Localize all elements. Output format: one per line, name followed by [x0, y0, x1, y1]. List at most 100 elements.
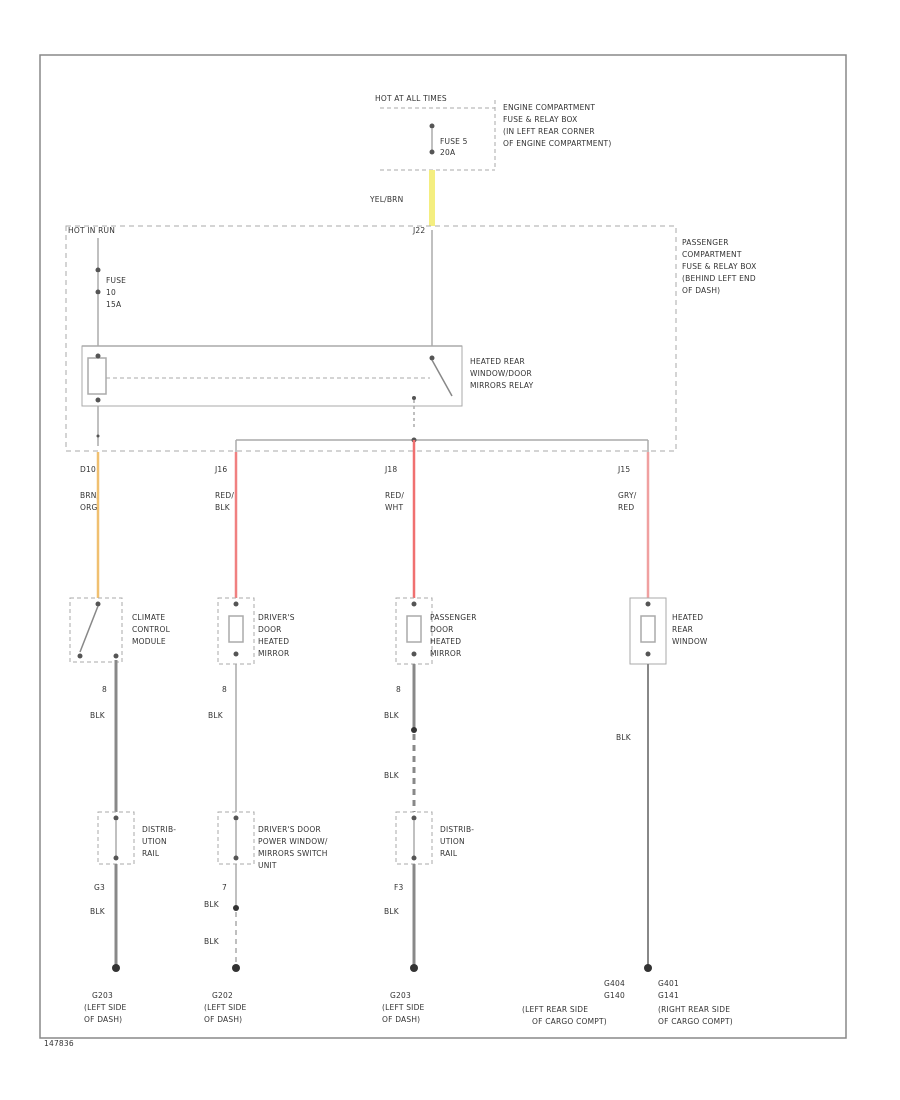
passenger-door-heated-mirror: [395, 597, 433, 665]
svg-text:BLK: BLK: [384, 907, 400, 916]
svg-text:G401: G401: [658, 979, 679, 988]
svg-text:REAR: REAR: [672, 625, 693, 634]
svg-text:G404: G404: [604, 979, 625, 988]
svg-text:WINDOW: WINDOW: [672, 637, 708, 646]
branch-3-connector: J18: [384, 465, 397, 474]
figure-id: 147836: [44, 1039, 74, 1048]
branch-3-wire-label: RED/ WHT: [385, 491, 404, 512]
feed-wire-label: YEL/BRN: [369, 195, 403, 204]
branch-2-component-label: DRIVER'S DOOR HEATED MIRROR: [258, 613, 295, 658]
engine-box-label: ENGINE COMPARTMENT FUSE & RELAY BOX (IN …: [503, 103, 611, 148]
svg-text:BLK: BLK: [384, 711, 400, 720]
svg-text:RAIL: RAIL: [440, 849, 458, 858]
svg-text:DRIVER'S: DRIVER'S: [258, 613, 295, 622]
svg-text:BLK: BLK: [384, 771, 400, 780]
svg-text:8: 8: [102, 685, 107, 694]
svg-text:(RIGHT REAR SIDE: (RIGHT REAR SIDE: [658, 1005, 730, 1014]
ground-d-right-label: G401 G141 (RIGHT REAR SIDE OF CARGO COMP…: [658, 979, 733, 1026]
svg-text:RED/: RED/: [385, 491, 404, 500]
svg-text:OF DASH): OF DASH): [382, 1015, 420, 1024]
svg-text:HEATED: HEATED: [258, 637, 289, 646]
heated-rear-window: [629, 597, 667, 665]
svg-text:OF DASH): OF DASH): [204, 1015, 242, 1024]
svg-text:OF CARGO COMPT): OF CARGO COMPT): [658, 1017, 733, 1026]
svg-text:F3: F3: [394, 883, 404, 892]
svg-text:CONTROL: CONTROL: [132, 625, 171, 634]
branch-4-component-label: HEATED REAR WINDOW: [672, 613, 708, 646]
ground-a-symbol: [112, 964, 120, 972]
svg-text:DISTRIB-: DISTRIB-: [142, 825, 176, 834]
ground-c-symbol: [410, 964, 418, 972]
svg-text:(LEFT SIDE: (LEFT SIDE: [204, 1003, 247, 1012]
svg-text:FUSE & RELAY BOX: FUSE & RELAY BOX: [503, 115, 578, 124]
svg-text:8: 8: [222, 685, 227, 694]
ground-d-symbol: [644, 964, 652, 972]
svg-text:G203: G203: [92, 991, 113, 1000]
fuse-10-label: FUSE 10 15A: [106, 276, 126, 309]
svg-text:OF ENGINE COMPARTMENT): OF ENGINE COMPARTMENT): [503, 139, 611, 148]
svg-text:G202: G202: [212, 991, 233, 1000]
svg-text:MIRRORS SWITCH: MIRRORS SWITCH: [258, 849, 328, 858]
svg-text:HEATED REAR: HEATED REAR: [470, 357, 525, 366]
branch-4-wire-label: GRY/ RED: [618, 491, 637, 512]
svg-text:RED: RED: [618, 503, 634, 512]
svg-text:HEATED: HEATED: [672, 613, 703, 622]
svg-text:GRY/: GRY/: [618, 491, 637, 500]
distribution-rail-2-label: DISTRIB- UTION RAIL: [440, 825, 474, 858]
passenger-fuse-box: [65, 225, 677, 452]
svg-text:UTION: UTION: [142, 837, 167, 846]
branch-2-wire-label: RED/ BLK: [215, 491, 234, 512]
drivers-door-switch-label: DRIVER'S DOOR POWER WINDOW/ MIRRORS SWIT…: [258, 825, 328, 870]
svg-text:G140: G140: [604, 991, 625, 1000]
svg-text:BLK: BLK: [90, 711, 106, 720]
svg-text:15A: 15A: [106, 300, 122, 309]
fuse-5-label: FUSE 5 20A: [440, 137, 467, 157]
svg-text:MIRROR: MIRROR: [258, 649, 289, 658]
ground-a-label: G203 (LEFT SIDE OF DASH): [84, 991, 127, 1024]
branch-3-component-label: PASSENGER DOOR HEATED MIRROR: [430, 613, 477, 658]
svg-text:WHT: WHT: [385, 503, 403, 512]
svg-text:DOOR: DOOR: [430, 625, 454, 634]
hot-in-run-label: HOT IN RUN: [68, 226, 115, 235]
svg-text:20A: 20A: [440, 148, 456, 157]
svg-text:POWER WINDOW/: POWER WINDOW/: [258, 837, 328, 846]
svg-text:BLK: BLK: [90, 907, 106, 916]
svg-text:ORG: ORG: [80, 503, 98, 512]
svg-text:BLK: BLK: [204, 900, 220, 909]
ground-b-label: G202 (LEFT SIDE OF DASH): [204, 991, 247, 1024]
heated-mirrors-relay: [81, 345, 463, 430]
branch-1-component-label: CLIMATE CONTROL MODULE: [132, 613, 171, 646]
svg-text:DOOR: DOOR: [258, 625, 282, 634]
distribution-rail-2: [395, 811, 433, 865]
svg-text:PASSENGER: PASSENGER: [682, 238, 729, 247]
distribution-rail-1-label: DISTRIB- UTION RAIL: [142, 825, 176, 858]
passenger-box-label: PASSENGER COMPARTMENT FUSE & RELAY BOX (…: [682, 238, 756, 295]
svg-text:G141: G141: [658, 991, 679, 1000]
svg-text:MIRRORS RELAY: MIRRORS RELAY: [470, 381, 534, 390]
drivers-door-heated-mirror: [217, 597, 255, 665]
svg-text:G203: G203: [390, 991, 411, 1000]
svg-text:UTION: UTION: [440, 837, 465, 846]
svg-text:FUSE: FUSE: [106, 276, 126, 285]
svg-text:CLIMATE: CLIMATE: [132, 613, 165, 622]
ground-c-label: G203 (LEFT SIDE OF DASH): [382, 991, 424, 1024]
ground-b-symbol: [232, 964, 240, 972]
svg-text:G3: G3: [94, 883, 105, 892]
svg-text:ENGINE COMPARTMENT: ENGINE COMPARTMENT: [503, 103, 595, 112]
svg-text:(BEHIND LEFT END: (BEHIND LEFT END: [682, 274, 756, 283]
branch-4-connector: J15: [617, 465, 630, 474]
svg-text:COMPARTMENT: COMPARTMENT: [682, 250, 742, 259]
svg-text:OF DASH): OF DASH): [84, 1015, 122, 1024]
svg-text:OF CARGO COMPT): OF CARGO COMPT): [532, 1017, 607, 1026]
relay-label: HEATED REAR WINDOW/DOOR MIRRORS RELAY: [470, 357, 534, 390]
svg-text:BLK: BLK: [208, 711, 224, 720]
distribution-rail-1: [97, 811, 135, 865]
svg-text:(IN LEFT REAR CORNER: (IN LEFT REAR CORNER: [503, 127, 595, 136]
feed-connector-label: J22: [412, 226, 425, 235]
ground-d-left-label: G404 G140 (LEFT REAR SIDE OF CARGO COMPT…: [522, 979, 625, 1026]
svg-text:(LEFT SIDE: (LEFT SIDE: [84, 1003, 127, 1012]
svg-text:PASSENGER: PASSENGER: [430, 613, 477, 622]
svg-text:BLK: BLK: [204, 937, 220, 946]
svg-text:MODULE: MODULE: [132, 637, 166, 646]
